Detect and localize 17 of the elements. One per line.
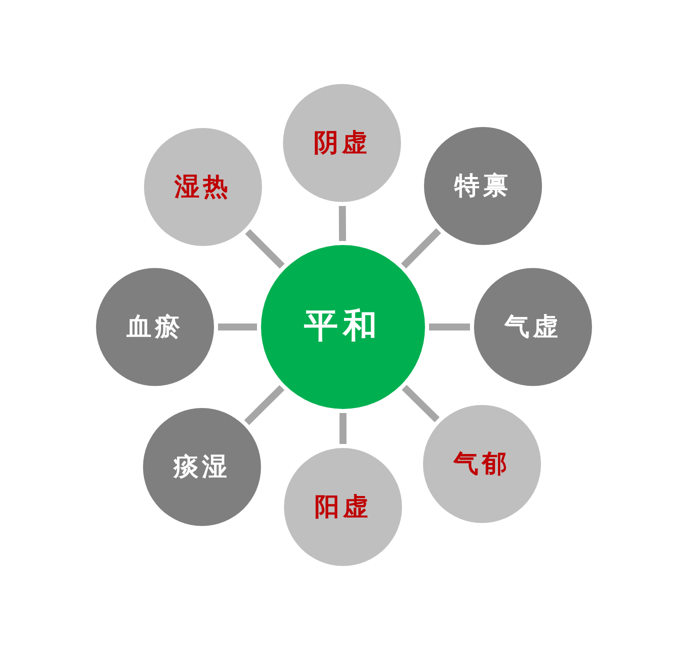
circle-label: 阴虚 xyxy=(313,130,371,156)
circle-label: 湿热 xyxy=(174,174,232,200)
connector-line xyxy=(340,413,346,444)
circle-label: 气郁 xyxy=(453,452,511,476)
connector-line xyxy=(401,228,442,268)
connector-line xyxy=(338,206,346,242)
connector-line xyxy=(245,229,285,269)
circle-label: 血瘀 xyxy=(126,314,184,340)
circle-label: 气虚 xyxy=(504,314,562,340)
circle-label: 阳虚 xyxy=(314,494,372,520)
connector-line xyxy=(218,324,257,330)
connector-line xyxy=(402,384,440,422)
circle-label: 平和 xyxy=(304,310,382,344)
connector-line xyxy=(244,385,284,426)
connector-line xyxy=(429,324,470,330)
circle-label: 痰湿 xyxy=(173,454,231,480)
circle-label: 特禀 xyxy=(454,174,512,198)
